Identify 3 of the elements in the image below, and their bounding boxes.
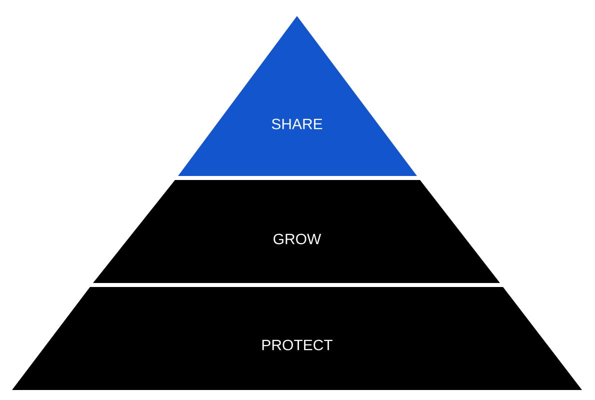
- pyramid-tier: GROW: [93, 180, 500, 283]
- pyramid-tier: SHARE: [178, 16, 417, 176]
- pyramid-tier: PROTECT: [12, 287, 582, 390]
